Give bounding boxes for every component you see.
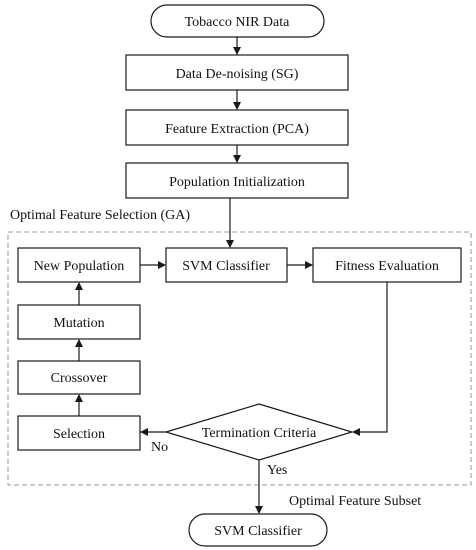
end-label: SVM Classifier xyxy=(214,524,302,539)
extract-label: Feature Extraction (PCA) xyxy=(165,122,309,137)
no-label: No xyxy=(151,440,168,455)
selection-box xyxy=(17,415,141,451)
ga-region-title: Optimal Feature Selection (GA) xyxy=(10,208,190,223)
ga-region-border xyxy=(7,231,472,486)
init-box xyxy=(125,162,349,199)
arrow-fitness-to-termination xyxy=(352,282,388,436)
fitness-label: Fitness Evaluation xyxy=(335,259,439,274)
mutation-label: Mutation xyxy=(53,316,104,331)
subset-label: Optimal Feature Subset xyxy=(289,494,421,509)
yes-label: Yes xyxy=(267,463,287,478)
init-label: Population Initialization xyxy=(169,175,305,190)
extract-box xyxy=(125,109,349,146)
new-population-label: New Population xyxy=(34,259,125,274)
svm-label: SVM Classifier xyxy=(182,259,270,274)
denoise-label: Data De-noising (SG) xyxy=(176,67,299,82)
termination-label: Termination Criteria xyxy=(202,426,317,441)
fitness-box xyxy=(312,247,462,283)
crossover-label: Crossover xyxy=(51,371,108,386)
start-label: Tobacco NIR Data xyxy=(185,15,291,30)
denoise-box xyxy=(125,54,349,91)
selection-label: Selection xyxy=(53,427,105,442)
end-terminal xyxy=(188,513,328,547)
